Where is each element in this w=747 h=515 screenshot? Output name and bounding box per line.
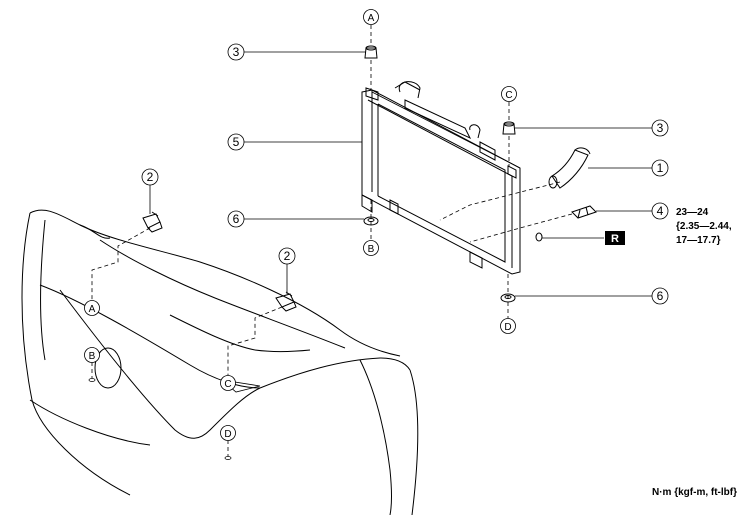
leader-lines: [149, 51, 652, 297]
ref-a-top: A: [363, 9, 379, 25]
ref-d-top-label: D: [504, 322, 511, 333]
ref-c-top-label: C: [505, 90, 512, 101]
callout-4: 4: [651, 202, 669, 220]
ref-b-bottom: B: [84, 347, 100, 382]
replace-badge-label: R: [611, 233, 619, 245]
callout-3-right-label: 3: [657, 121, 664, 135]
callout-1: 1: [651, 159, 669, 177]
callout-2-right-label: 2: [284, 249, 291, 263]
ref-a-bottom: A: [84, 300, 100, 316]
callout-3-upper: 3: [227, 43, 245, 61]
ref-d-bottom: D: [220, 425, 236, 460]
ref-a-top-label: A: [368, 13, 375, 24]
torque-spec-line-2: {2.35—2.44,: [676, 221, 732, 232]
front-bumper-illustration: [21, 209, 419, 515]
torque-spec-line-3: 17—17.7}: [676, 235, 721, 246]
ref-d-top: D: [500, 318, 516, 334]
radiator-hose-illustration: [548, 147, 591, 189]
ref-c-bottom-label: C: [224, 379, 231, 390]
ref-a-bottom-label: A: [89, 304, 96, 315]
torque-spec: 23—24 {2.35—2.44, 17—17.7}: [676, 207, 732, 246]
units-note: N·m {kgf-m, ft-lbf}: [652, 487, 737, 498]
drain-plug-illustration: [535, 205, 597, 242]
callout-5-label: 5: [233, 135, 240, 149]
callout-4-label: 4: [657, 204, 664, 218]
bracket-left: [142, 211, 163, 233]
callout-5: 5: [227, 133, 245, 151]
callout-2-left-label: 2: [147, 170, 154, 184]
ref-b-bottom-label: B: [89, 351, 96, 362]
ref-c-bottom: C: [220, 375, 236, 391]
ref-d-bottom-label: D: [224, 429, 231, 440]
upper-mount-left: [364, 45, 378, 59]
callout-6-left: 6: [227, 210, 245, 228]
callout-6-right: 6: [651, 287, 669, 305]
callout-3-upper-label: 3: [233, 45, 240, 59]
ref-c-top: C: [501, 86, 517, 102]
callout-6-right-label: 6: [657, 289, 664, 303]
callout-2-left: 2: [141, 168, 159, 186]
callout-1-label: 1: [657, 161, 664, 175]
callout-2-right: 2: [278, 247, 296, 265]
callout-3-right: 3: [651, 119, 669, 137]
callout-6-left-label: 6: [233, 212, 240, 226]
upper-mount-right: [502, 121, 516, 135]
assembly-lines: [91, 25, 573, 456]
torque-spec-line-1: 23—24: [676, 207, 709, 218]
replace-badge: R: [605, 231, 625, 245]
radiator-illustration: [361, 81, 521, 275]
ref-b-top: B: [363, 240, 379, 256]
ref-b-top-label: B: [368, 244, 375, 255]
